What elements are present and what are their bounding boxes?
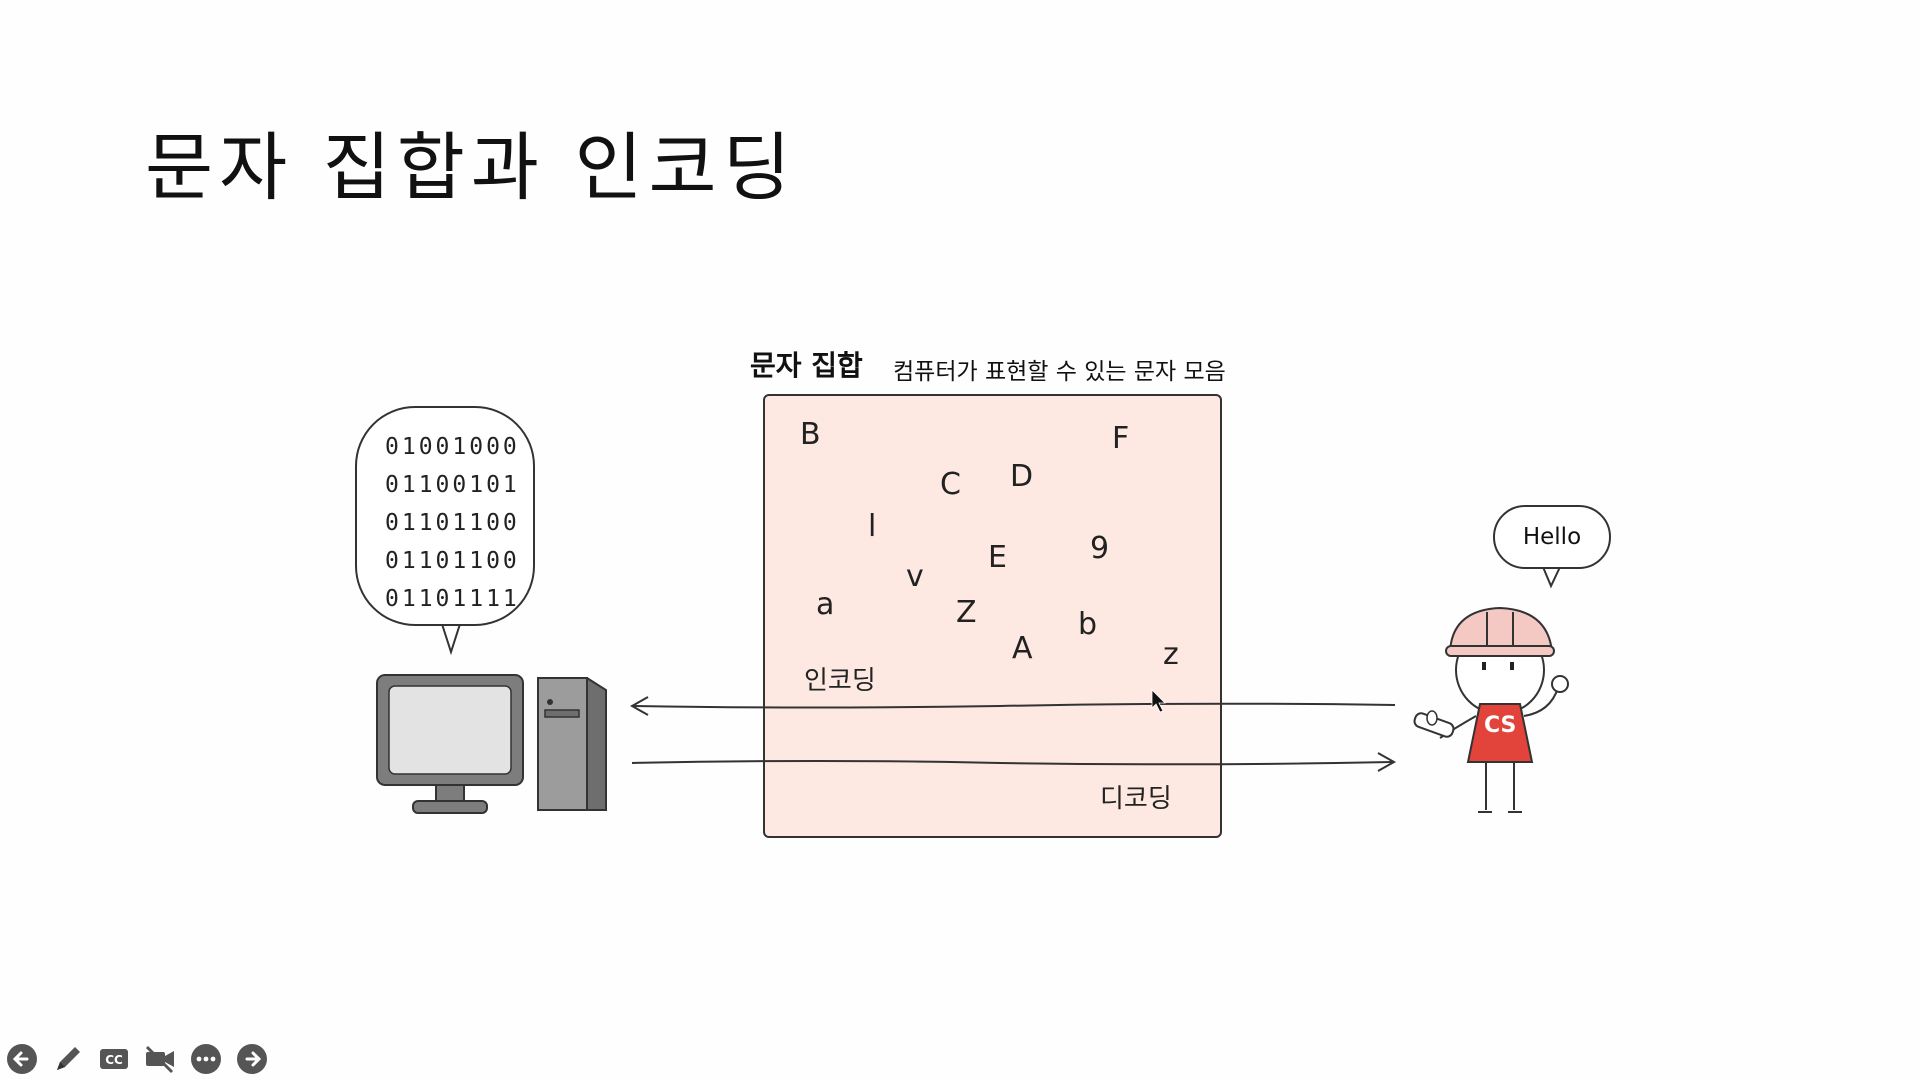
glyph: B [800, 417, 821, 452]
charset-title: 문자 집합 [750, 349, 863, 382]
slide-title: 문자 집합과 인코딩 [145, 125, 797, 211]
character-illustration [1413, 566, 1569, 813]
binary-row: 01001000 [385, 434, 520, 460]
cursor-icon [1151, 689, 1166, 713]
back-arrow-icon[interactable] [4, 1041, 40, 1077]
decoding-arrow [631, 752, 1397, 772]
monitor-icon [376, 674, 524, 814]
svg-text:CC: CC [105, 1053, 123, 1067]
shirt-logo: CS [1484, 713, 1517, 738]
more-icon[interactable] [188, 1041, 224, 1077]
glyph: Z [956, 595, 977, 630]
binary-row: 01101100 [385, 548, 520, 574]
video-off-icon[interactable] [142, 1041, 178, 1077]
cc-icon[interactable]: CC [96, 1041, 132, 1077]
decoding-label: 디코딩 [1100, 784, 1172, 814]
glyph: D [1010, 459, 1034, 494]
forward-arrow-icon[interactable] [234, 1041, 270, 1077]
charset-description: 컴퓨터가 표현할 수 있는 문자 모음 [893, 359, 1226, 385]
glyph: F [1112, 421, 1130, 456]
glyph: E [988, 540, 1007, 575]
pen-icon[interactable] [50, 1041, 86, 1077]
hello-speech-bubble: Hello [1493, 505, 1611, 569]
presentation-toolbar: CC [4, 1040, 270, 1078]
glyph: 9 [1090, 531, 1110, 566]
glyph: C [940, 467, 961, 502]
binary-text: 01001000 01100101 01101100 01101100 0110… [385, 428, 520, 618]
glyph: b [1078, 607, 1098, 642]
glyph: a [816, 587, 835, 622]
encoding-label: 인코딩 [804, 666, 876, 696]
glyph: l [868, 509, 877, 544]
glyph: A [1012, 631, 1033, 666]
binary-row: 01101111 [385, 586, 520, 612]
binary-row: 01100101 [385, 472, 520, 498]
binary-speech-bubble [355, 406, 535, 626]
glyph: v [906, 559, 924, 594]
computer-tower-icon [537, 677, 607, 811]
binary-row: 01101100 [385, 510, 520, 536]
glyph: z [1163, 637, 1179, 672]
encoding-arrow [629, 696, 1396, 716]
